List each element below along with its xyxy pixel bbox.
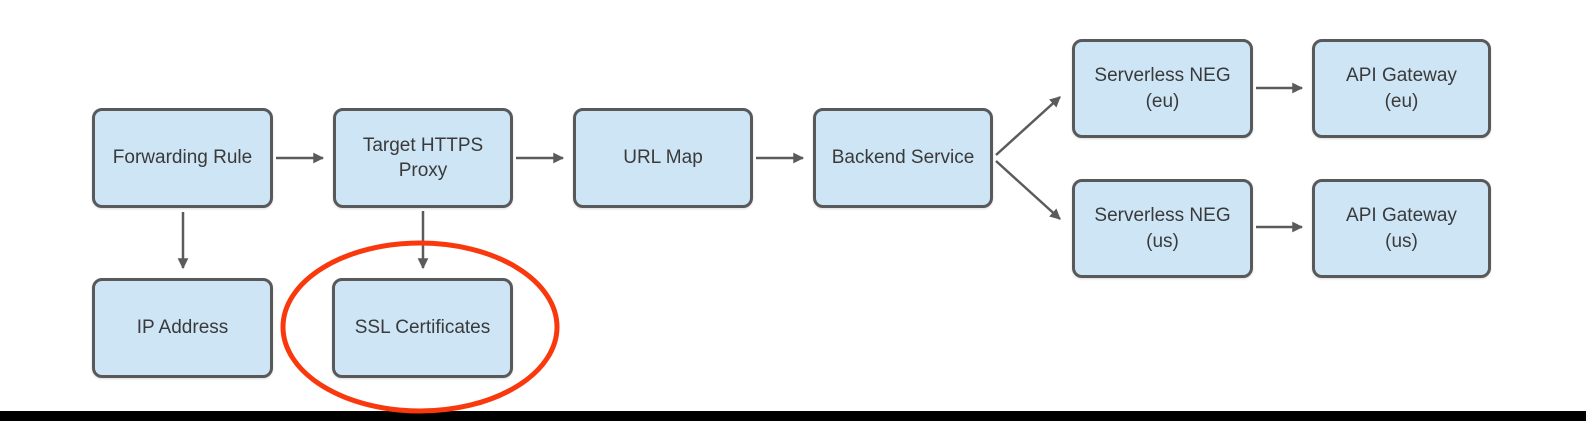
node-api-gateway-eu: API Gateway (eu)	[1312, 39, 1491, 138]
node-api-gateway-us: API Gateway (us)	[1312, 179, 1491, 278]
node-ip-address: IP Address	[92, 278, 273, 378]
bottom-black-bar	[0, 411, 1586, 421]
node-forwarding-rule: Forwarding Rule	[92, 108, 273, 208]
node-serverless-neg-us: Serverless NEG (us)	[1072, 179, 1253, 278]
node-url-map: URL Map	[573, 108, 753, 208]
arrow-backend-to-neg-us	[995, 160, 1061, 220]
node-backend-service: Backend Service	[813, 108, 993, 208]
node-target-https-proxy: Target HTTPS Proxy	[333, 108, 513, 208]
node-ssl-certificates: SSL Certificates	[332, 278, 513, 378]
node-serverless-neg-eu: Serverless NEG (eu)	[1072, 39, 1253, 138]
arrow-backend-to-neg-eu	[995, 96, 1061, 156]
